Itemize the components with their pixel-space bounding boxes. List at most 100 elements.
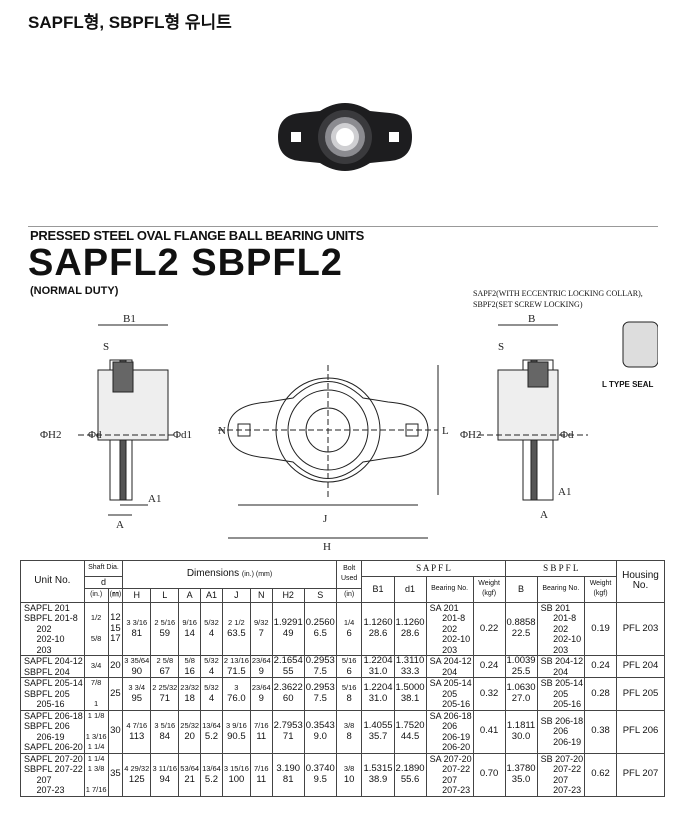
cell-H: 4 29/32 125 (122, 752, 152, 797)
cell-H: 3 3/16 81 (122, 601, 152, 656)
cell-bolt: 3/8 10 (335, 752, 363, 797)
cell-H2: 1.9291 49 (271, 601, 305, 656)
bearing-unit-photo (278, 103, 412, 171)
cell-bolt: 1/4 6 (335, 601, 363, 656)
cell-housing: PFL 207 (615, 752, 666, 797)
catalog-models: SAPFL2 SBPFL2 (28, 242, 343, 284)
cell-L: 2 5/8 67 (150, 655, 180, 678)
cell-mm: 12 15 17 (107, 601, 124, 656)
cell-S: 0.2560 6.5 (303, 601, 337, 656)
header-in: (in.) (83, 587, 109, 603)
cell-N: 23/64 9 (249, 677, 273, 711)
svg-text:Φd1: Φd1 (173, 429, 192, 441)
cell-B: 1.1811 30.0 (504, 709, 538, 754)
cell-mm: 30 (107, 709, 124, 754)
cell-H2: 3.190 81 (271, 752, 305, 797)
cell-B1: 1.2204 31.0 (361, 677, 395, 711)
cell-unit: SAPFL 205-14 SBPFL 205 205-16 (20, 677, 85, 711)
cell-S: 0.3543 9.0 (303, 709, 337, 754)
cell-bolt: 5/16 6 (335, 655, 363, 678)
header-dimensions: Dimensions (in.) (mm) (122, 560, 337, 589)
cell-L: 3 5/16 84 (150, 709, 180, 754)
cell-sb-bearing: SB 204-12 204 (536, 655, 586, 678)
cell-B: 0.8858 22.5 (504, 601, 538, 656)
header-s: S (303, 587, 337, 603)
cell-A1: 5/32 4 (200, 655, 223, 678)
cell-mm: 35 (107, 752, 124, 797)
cell-housing: PFL 205 (615, 677, 666, 711)
header-d: d (83, 576, 124, 589)
cell-A: 5/8 16 (178, 655, 202, 678)
cell-in: 1 1/4 1 3/8 1 7/16 (83, 752, 109, 797)
page-title: SAPFL형, SBPFL형 유니트 (28, 13, 232, 32)
cell-J: 3 76.0 (221, 677, 251, 711)
cell-sb-w: 0.24 (584, 655, 617, 678)
cell-A1: 13/64 5.2 (200, 752, 223, 797)
cell-B1: 1.2204 31.0 (361, 655, 395, 678)
cell-B: 1.0039 25.5 (504, 655, 538, 678)
cell-d1: 1.1260 28.6 (393, 601, 427, 656)
cell-J: 2 1/2 63.5 (221, 601, 251, 656)
cell-sa-bearing: SA 205-14 205 205-16 (425, 677, 474, 711)
header-a: A (178, 587, 202, 603)
catalog-heading: PRESSED STEEL OVAL FLANGE BALL BEARING U… (30, 228, 364, 243)
header-sa-bearing: Bearing No. (425, 576, 474, 603)
svg-text:A: A (116, 519, 124, 531)
cell-B1: 1.4055 35.7 (361, 709, 395, 754)
cell-H: 4 7/16 113 (122, 709, 152, 754)
cell-A: 53/64 21 (178, 752, 202, 797)
cell-bolt: 3/8 8 (335, 709, 363, 754)
cell-H2: 2.7953 71 (271, 709, 305, 754)
cell-mm: 20 (107, 655, 124, 678)
cell-N: 7/16 11 (249, 709, 273, 754)
spec-table: Unit No. Shaft Dia. Dimensions (in.) (mm… (20, 560, 666, 797)
dimensions-label: Dimensions (186, 567, 240, 579)
cell-A1: 5/32 4 (200, 677, 223, 711)
cell-sa-w: 0.22 (472, 601, 506, 656)
header-mm: (㎜) (107, 587, 124, 603)
cell-B: 1.3780 35.0 (504, 752, 538, 797)
header-bolt: Bolt Used (335, 560, 363, 589)
svg-text:Φd: Φd (88, 429, 102, 441)
cell-housing: PFL 204 (615, 655, 666, 678)
cell-sb-bearing: SB 206-18 206 206-19 (536, 709, 586, 754)
cell-L: 2 5/16 59 (150, 601, 180, 656)
svg-text:S: S (103, 341, 109, 353)
header-n: N (249, 587, 273, 603)
header-housing: Housing No. (615, 560, 666, 603)
svg-text:L: L (442, 425, 449, 437)
cell-sb-w: 0.19 (584, 601, 617, 656)
cell-d1: 1.7520 44.5 (393, 709, 427, 754)
cell-sa-w: 0.41 (472, 709, 506, 754)
cell-mm: 25 (107, 677, 124, 711)
cell-sa-w: 0.70 (472, 752, 506, 797)
cell-H2: 2.3622 60 (271, 677, 305, 711)
cell-housing: PFL 203 (615, 601, 666, 656)
header-l: L (150, 587, 180, 603)
svg-text:S: S (498, 341, 504, 353)
svg-text:ΦH2: ΦH2 (40, 429, 61, 441)
cell-unit: SAPFL 207-20 SBPFL 207-22 207 207-23 (20, 752, 85, 797)
cell-d1: 1.5000 38.1 (393, 677, 427, 711)
svg-text:A: A (540, 509, 548, 521)
header-sb-weight: Weight (kgf) (584, 576, 617, 603)
cell-A: 9/16 14 (178, 601, 202, 656)
cell-H2: 2.1654 55 (271, 655, 305, 678)
cell-sb-w: 0.38 (584, 709, 617, 754)
cell-A: 25/32 20 (178, 709, 202, 754)
cell-L: 3 11/16 94 (150, 752, 180, 797)
svg-text:J: J (323, 513, 328, 525)
header-h2: H2 (271, 587, 305, 603)
cell-in: 1 1/8 1 3/16 1 1/4 (83, 709, 109, 754)
cell-H: 3 3/4 95 (122, 677, 152, 711)
cell-sa-w: 0.24 (472, 655, 506, 678)
header-d1: d1 (393, 576, 427, 603)
cell-unit: SAPFL 201 SBPFL 201-8 202 202-10 203 (20, 601, 85, 656)
cell-B1: 1.5315 38.9 (361, 752, 395, 797)
cell-sb-w: 0.28 (584, 677, 617, 711)
